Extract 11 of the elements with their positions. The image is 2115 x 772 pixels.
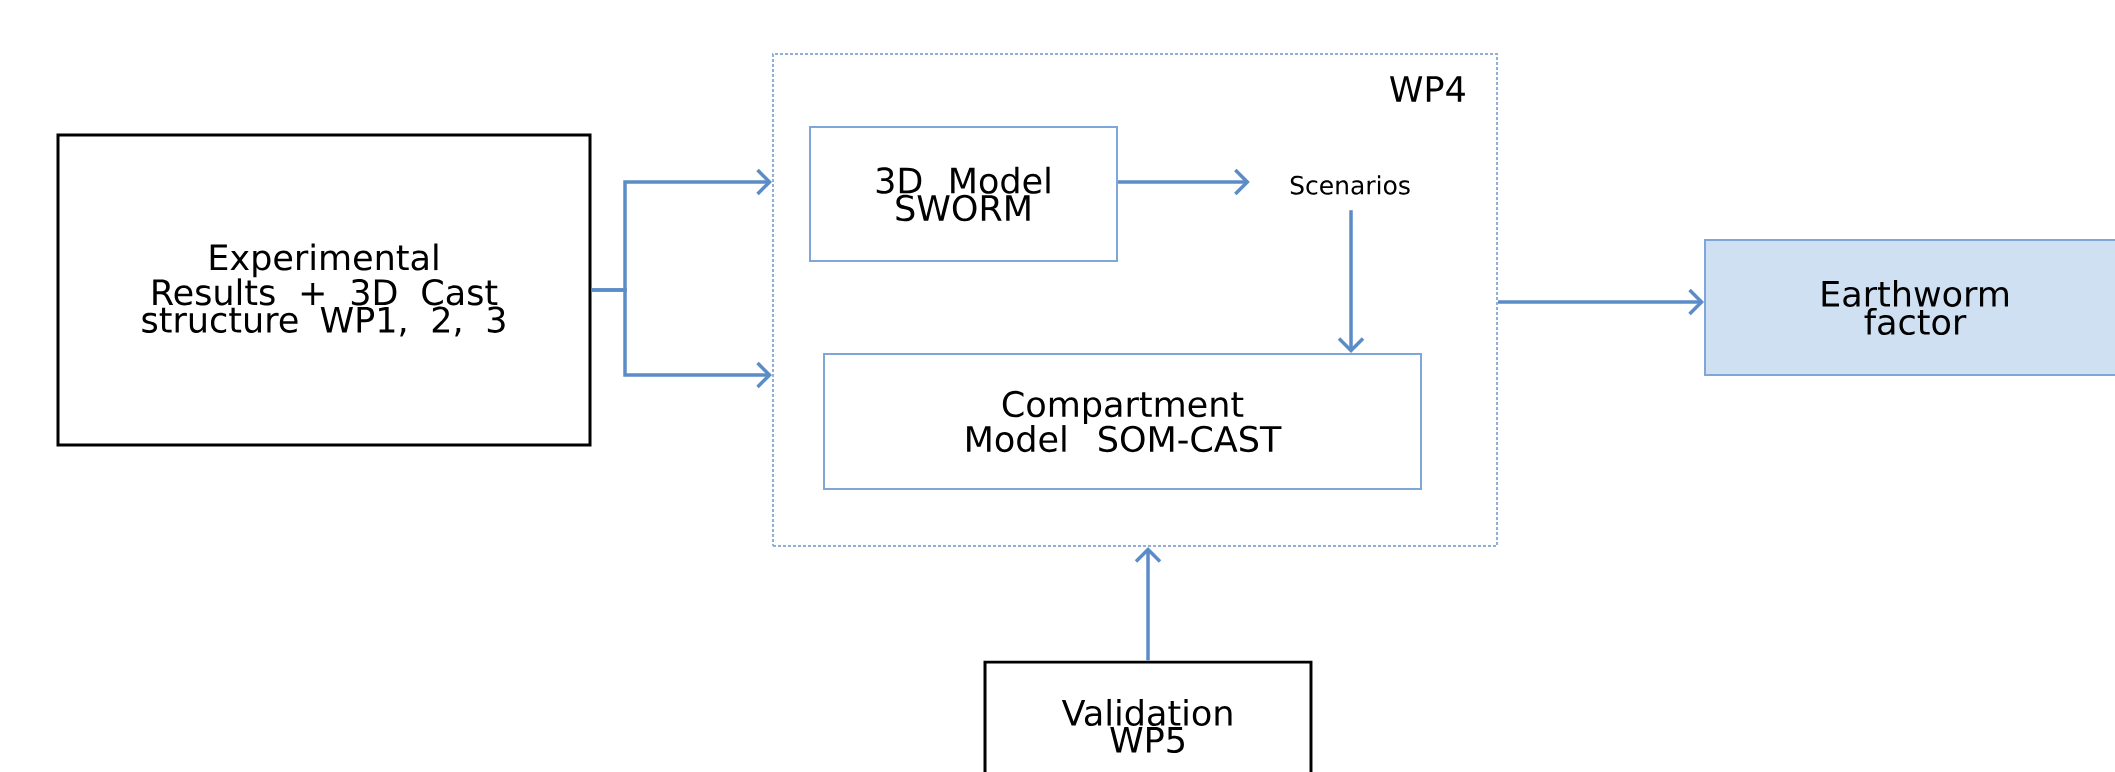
model-box: Compartment Model SOM-CAST: [823, 353, 1422, 490]
result-box: Earthworm factor: [1704, 239, 2115, 376]
arrow: [1118, 168, 1250, 196]
process-box: Validation WP5: [983, 660, 1313, 772]
arrow: [1498, 288, 1704, 316]
node-text: Scenarios: [1290, 175, 1410, 195]
process-box: Experimental Results + 3D Cast structure WP1, 2, 3: [56, 133, 592, 447]
arrow: [1134, 547, 1162, 661]
arrow: [1337, 210, 1365, 353]
model-box: 3D Model SWORM: [809, 126, 1118, 262]
arrow: [591, 288, 772, 389]
